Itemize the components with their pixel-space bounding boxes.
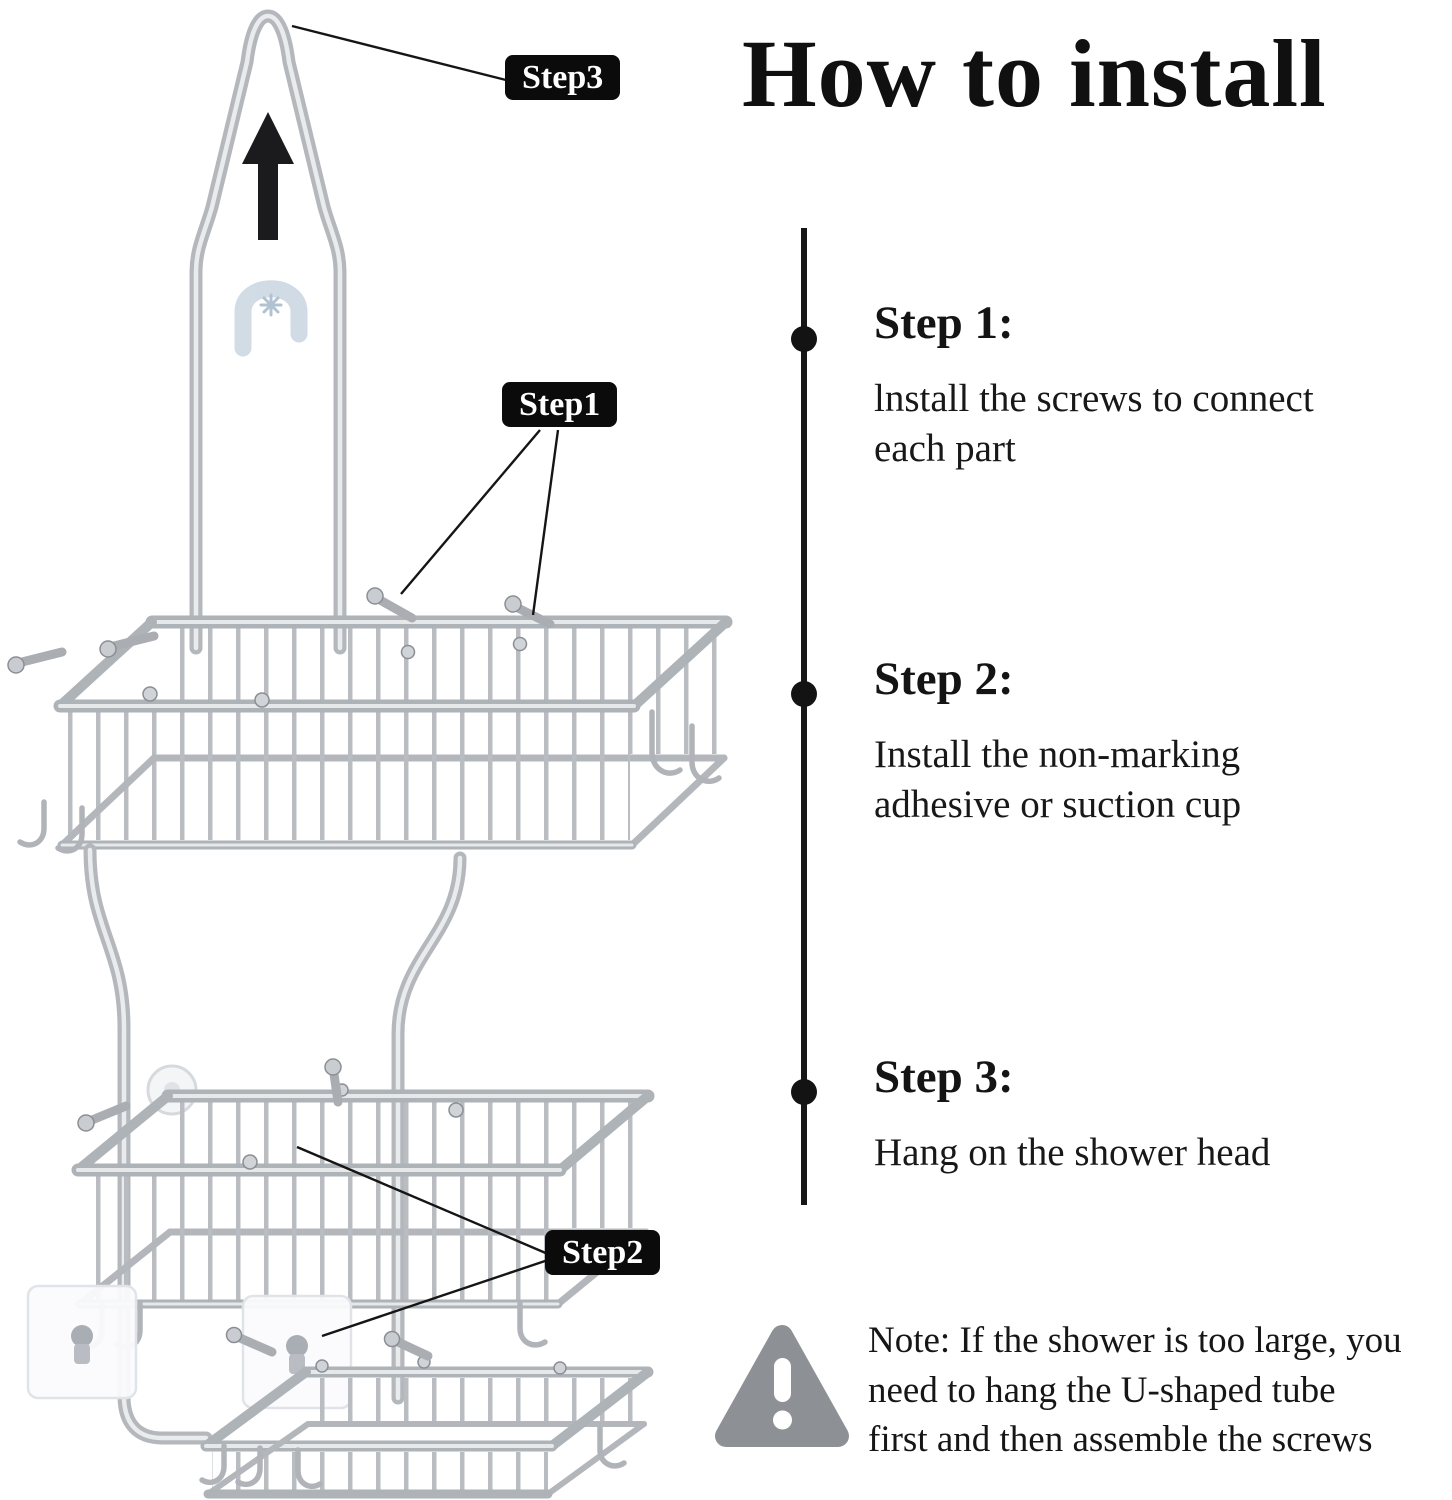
step-3-heading: Step 3: bbox=[874, 1051, 1014, 1103]
step-1-text: lnstall the screws to connect each part bbox=[874, 377, 1314, 470]
up-arrow-icon bbox=[242, 112, 294, 240]
screw-icons-bottom bbox=[225, 1326, 433, 1361]
timeline-dot bbox=[791, 1079, 817, 1105]
step-2-section: Step 2: Install the non-marking adhesive… bbox=[874, 652, 1452, 830]
screw-icons-top bbox=[7, 587, 555, 674]
warning-icon bbox=[715, 1325, 849, 1447]
diagram-label-step2: Step2 bbox=[545, 1230, 661, 1276]
step-3-section: Step 3: Hang on the shower head bbox=[874, 1050, 1452, 1178]
middle-frame bbox=[83, 843, 467, 1445]
screw-icons-middle bbox=[77, 1058, 343, 1132]
hanger-hook bbox=[189, 9, 347, 655]
step-1-section: Step 1: lnstall the screws to connect ea… bbox=[874, 296, 1452, 474]
pointer-lines bbox=[291, 24, 560, 1338]
bottom-soap-dish bbox=[199, 1355, 654, 1499]
shower-caddy-illustration bbox=[7, 9, 733, 1499]
middle-basket bbox=[71, 1064, 655, 1350]
timeline bbox=[801, 228, 807, 1205]
timeline-dot bbox=[791, 326, 817, 352]
diagram-label-step1: Step1 bbox=[502, 382, 618, 428]
shower-arm-hook-icon bbox=[234, 280, 308, 357]
timeline-dot bbox=[791, 681, 817, 707]
step-2-heading: Step 2: bbox=[874, 653, 1014, 705]
step-1-heading: Step 1: bbox=[874, 297, 1014, 349]
diagram-label-step3: Step3 bbox=[505, 55, 621, 101]
page-title: How to install bbox=[742, 20, 1327, 127]
top-basket bbox=[17, 615, 733, 854]
step-3-text: Hang on the shower head bbox=[874, 1131, 1271, 1174]
note-text: Note: If the shower is too large, you ne… bbox=[868, 1320, 1402, 1461]
adhesive-hook-left bbox=[26, 1284, 138, 1400]
step-2-text: Install the non-marking adhesive or suct… bbox=[874, 733, 1242, 826]
